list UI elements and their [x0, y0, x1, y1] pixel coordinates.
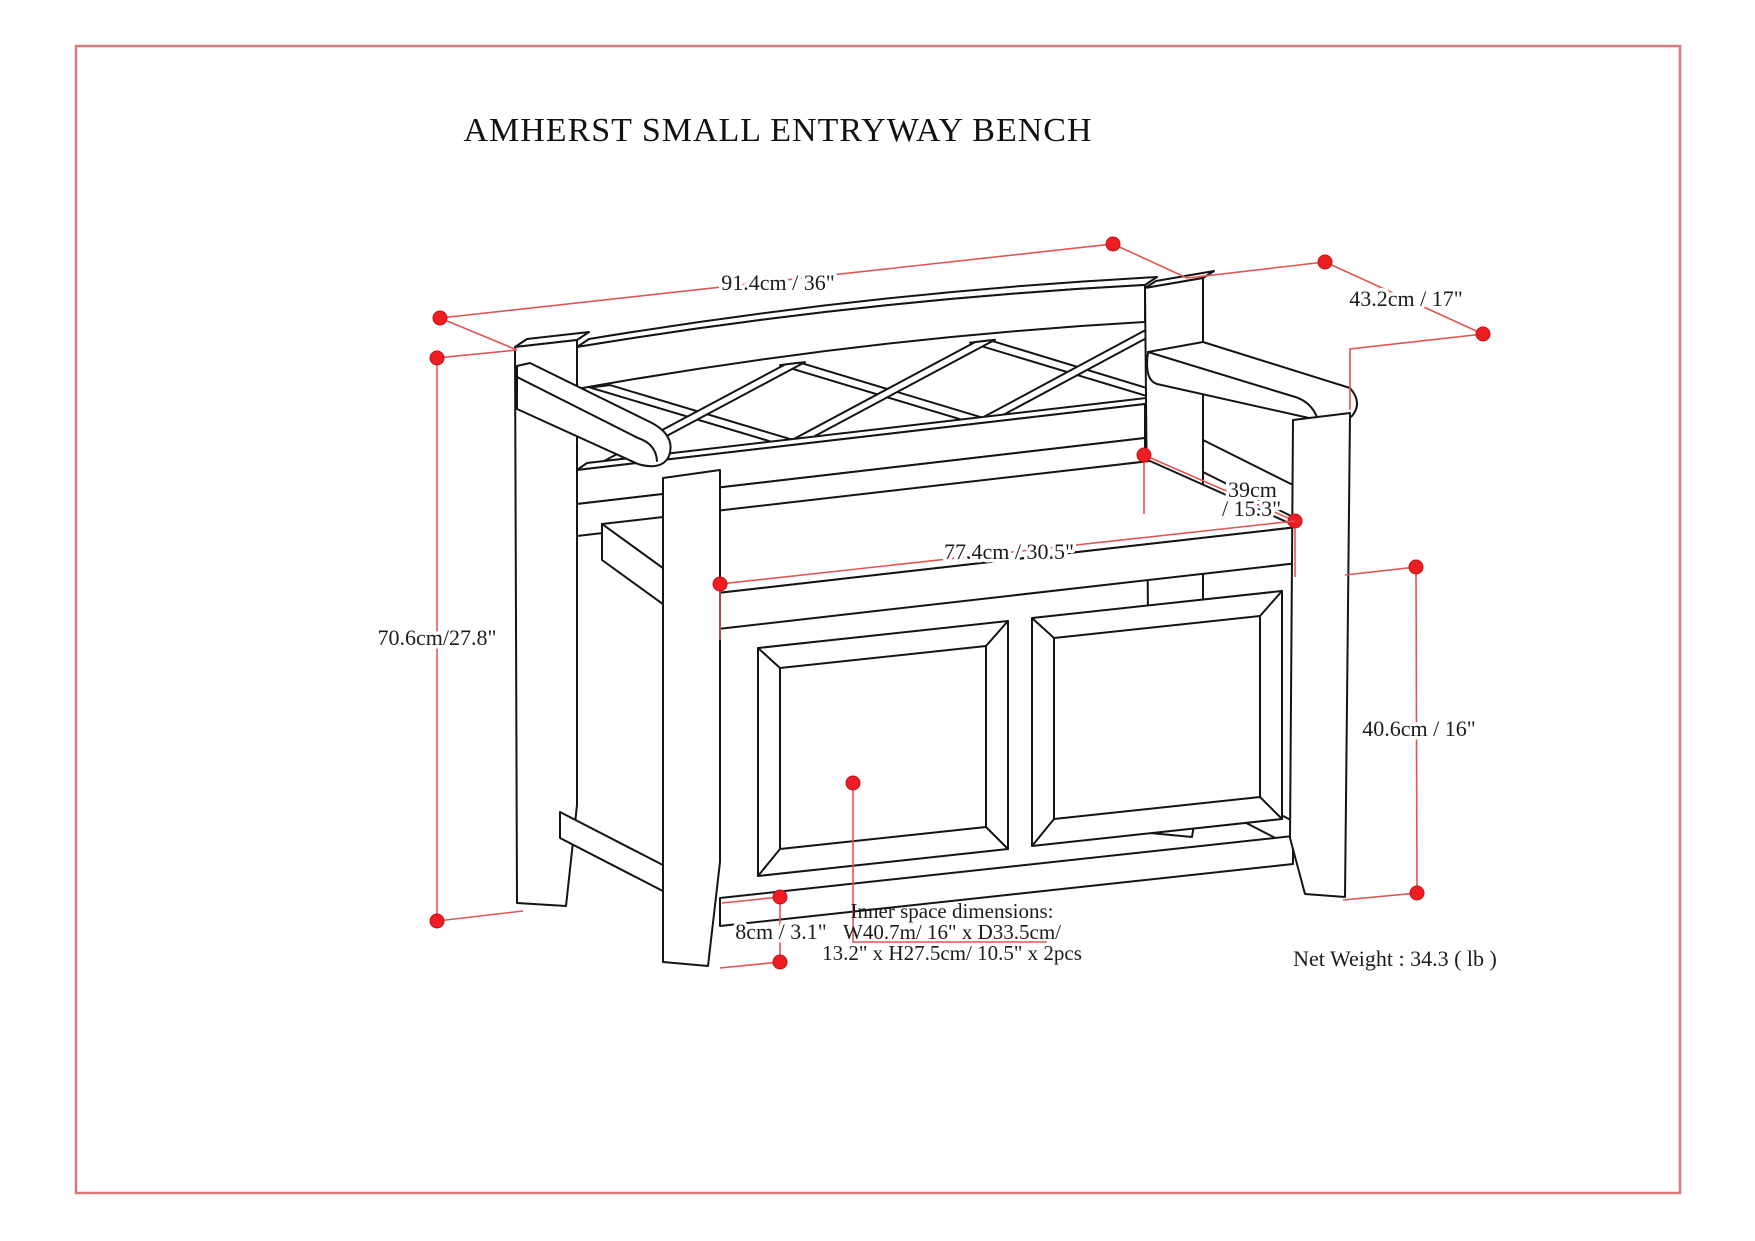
- inner-space-label-line2: W40.7m/ 16" x D33.5cm/: [843, 920, 1061, 944]
- dimension-dot: [1408, 559, 1424, 575]
- left-door-panel: [779, 645, 987, 850]
- ground-clearance-label: 8cm / 3.1": [735, 919, 826, 944]
- seat-width-label: 77.4cm / 30.5": [944, 539, 1074, 564]
- ground-clearance-dimension: 8cm / 3.1": [719, 889, 830, 970]
- left-armrest-edge: [516, 376, 658, 462]
- dimension-dot: [1475, 326, 1491, 342]
- overall-depth-dimension: 43.2cm / 17": [1186, 254, 1491, 410]
- dimension-dot: [429, 350, 445, 366]
- inner-space-callout: Inner space dimensions: W40.7m/ 16" x D3…: [822, 775, 1082, 965]
- seat-width-dimension: 77.4cm / 30.5": [712, 520, 1296, 640]
- overall-width-label: 91.4cm / 36": [721, 270, 834, 295]
- overall-height-line: [436, 349, 524, 922]
- page-border: [74, 44, 1682, 1195]
- seat-height-dimension: 40.6cm / 16": [1342, 559, 1479, 901]
- front-bottom-stretcher: [719, 835, 1294, 927]
- dimension-dot: [772, 954, 788, 970]
- front-right-leg: [1289, 412, 1351, 898]
- seat-depth-label-line2: / 15.3": [1222, 496, 1281, 521]
- overall-depth-label: 43.2cm / 17": [1349, 286, 1462, 311]
- dimension-dot: [429, 913, 445, 929]
- seat-height-line: [1342, 566, 1418, 901]
- seat-depth-label-line1: 39cm: [1228, 477, 1277, 502]
- inner-space-label-line3: 13.2" x H27.5cm/ 10.5" x 2pcs: [822, 941, 1082, 965]
- overall-height-label: 70.6cm/27.8": [378, 625, 497, 650]
- dimension-dot: [845, 775, 861, 791]
- ground-clearance-line: [719, 896, 781, 969]
- seat-depth-dimension: 39cm / 15.3": [1136, 447, 1303, 577]
- dimension-dot: [432, 310, 448, 326]
- seat-depth-line: [1143, 453, 1296, 577]
- dimension-dot: [1105, 236, 1121, 252]
- overall-height-dimension: 70.6cm/27.8": [374, 349, 524, 929]
- net-weight-label: Net Weight : 34.3 ( lb ): [1293, 946, 1497, 971]
- overall-width-line: [439, 243, 1188, 351]
- dimension-dot: [1317, 254, 1333, 270]
- seat-height-label: 40.6cm / 16": [1362, 716, 1475, 741]
- bench-drawing: [514, 270, 1358, 967]
- dimension-dot: [712, 576, 728, 592]
- left-door-bevels: [757, 620, 1009, 877]
- inner-space-leader-line: [852, 783, 1047, 943]
- left-armrest: [516, 362, 672, 468]
- right-door-bevels: [1031, 590, 1283, 847]
- right-door-panel: [1053, 615, 1261, 820]
- inner-space-label-line1: Inner space dimensions:: [851, 899, 1054, 923]
- dimension-dot: [1136, 447, 1152, 463]
- back-left-post: [514, 339, 578, 907]
- page-title: AMHERST SMALL ENTRYWAY BENCH: [463, 112, 1092, 149]
- front-left-leg: [662, 469, 721, 967]
- dimension-dot: [772, 889, 788, 905]
- overall-width-dimension: 91.4cm / 36": [432, 236, 1188, 351]
- dimension-dot: [1409, 885, 1425, 901]
